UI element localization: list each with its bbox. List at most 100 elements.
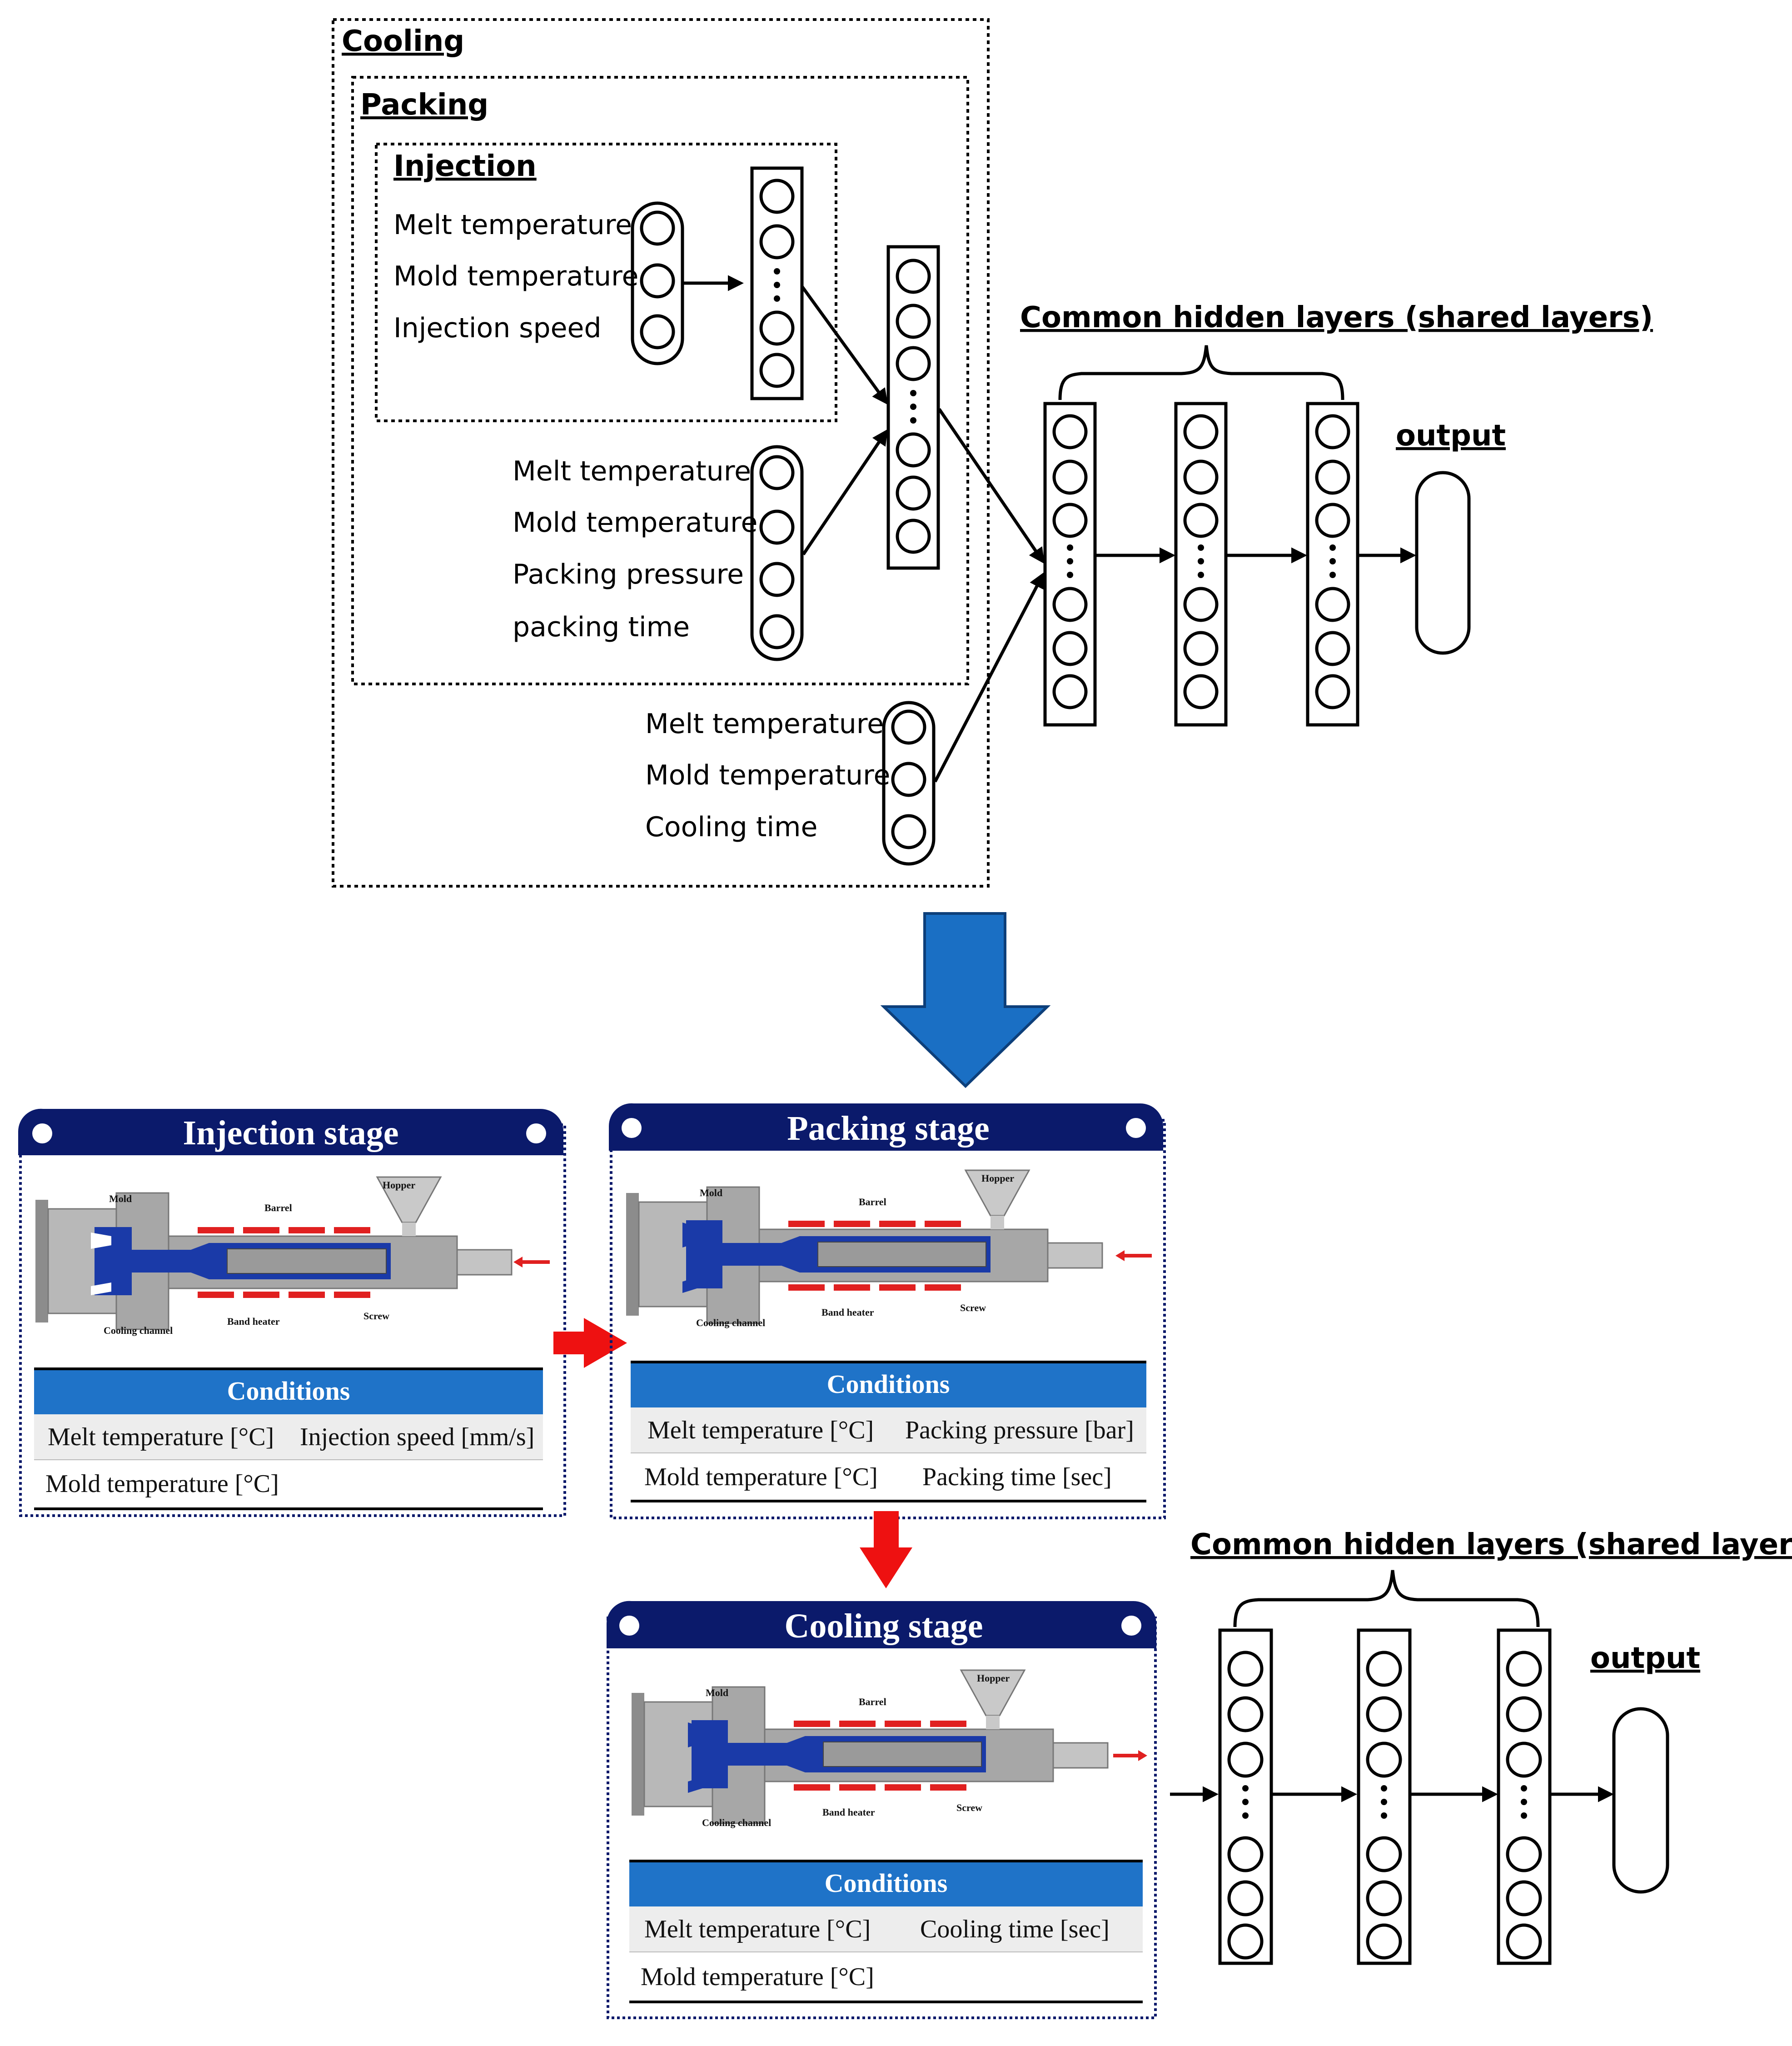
machine-illustration: Mold Barrel Hopper Cooling channel Band …	[632, 1669, 1147, 1828]
cooling-label: Cooling	[342, 25, 464, 58]
label-barrel: Barrel	[859, 1696, 886, 1707]
stage-flow-arrow	[553, 1318, 627, 1368]
injection-input-2: Mold temperature	[393, 260, 638, 292]
condition-item: Mold temperature [°C]	[641, 1963, 874, 1991]
top-output-label: output	[1396, 419, 1506, 453]
top-output-node	[1415, 471, 1471, 655]
label-mold: Mold	[109, 1193, 132, 1204]
packing-region	[351, 76, 969, 685]
header-hole-right	[1126, 1118, 1146, 1138]
top-input-columns	[631, 201, 936, 866]
bottom-shared-layer-1	[1218, 1628, 1273, 1965]
top-shared-label: Common hidden layers (shared layers)	[1020, 301, 1653, 334]
label-cooling-channel: Cooling channel	[696, 1317, 765, 1328]
label-screw: Screw	[960, 1302, 986, 1313]
top-arrows	[684, 275, 1416, 783]
label-screw: Screw	[363, 1310, 389, 1322]
bottom-output-label: output	[1590, 1642, 1700, 1675]
input-node	[640, 314, 675, 349]
header-hole-right	[1121, 1616, 1141, 1636]
arrow	[933, 572, 1045, 783]
stage-title: Cooling stage	[785, 1607, 983, 1645]
arrow	[802, 429, 888, 555]
input-node	[891, 814, 926, 849]
cooling-input-column	[882, 701, 936, 866]
header-hole-right	[526, 1123, 546, 1143]
conditions-bar	[34, 1369, 543, 1414]
arrow	[938, 408, 1045, 564]
injection-input-1: Melt temperature	[393, 209, 632, 241]
top-shared-brace	[1058, 345, 1344, 400]
packing-stage-card: Packing stage Mold Barrel Hopper Coolin	[608, 1103, 1166, 1519]
packing-input-4: packing time	[513, 611, 690, 643]
label-barrel: Barrel	[859, 1196, 886, 1208]
input-node	[891, 762, 926, 797]
card-header	[608, 1103, 1163, 1151]
label-screw: Screw	[956, 1802, 982, 1813]
injection-label: Injection	[393, 150, 537, 183]
stage-title: Injection stage	[183, 1114, 399, 1152]
input-node	[759, 614, 795, 649]
machine-illustration: Mold Barrel Hopper Cooling channel Band …	[626, 1169, 1152, 1328]
conditions-title: Conditions	[825, 1868, 948, 1898]
input-node	[891, 709, 926, 745]
cooling-input-2: Mold temperature	[645, 759, 890, 791]
label-hopper: Hopper	[977, 1672, 1010, 1684]
bottom-output-node	[1612, 1707, 1669, 1894]
label-hopper: Hopper	[383, 1179, 415, 1191]
input-node	[759, 562, 795, 597]
injection-hidden-layer	[750, 166, 804, 400]
condition-item: Melt temperature [°C]	[644, 1915, 871, 1943]
condition-item: Packing pressure [bar]	[905, 1416, 1134, 1444]
input-node	[759, 509, 795, 545]
transition-arrow	[880, 912, 1051, 1088]
label-band-heater: Band heater	[821, 1307, 874, 1318]
bottom-shared-label: Common hidden layers (shared layers)	[1190, 1528, 1792, 1562]
packing-hidden-layer	[886, 245, 940, 570]
cooling-region	[332, 18, 990, 888]
top-hidden-columns	[750, 166, 1471, 727]
stage-flow-arrow	[860, 1511, 912, 1588]
conditions-title: Conditions	[227, 1376, 350, 1406]
top-input-labels: Melt temperature Mold temperature Inject…	[393, 209, 890, 843]
input-node	[640, 263, 675, 299]
conditions-bar	[631, 1362, 1146, 1407]
bottom-shared-layer-2	[1357, 1628, 1412, 1965]
bottom-shared-brace	[1233, 1570, 1540, 1627]
label-hopper: Hopper	[981, 1173, 1014, 1184]
shared-layer-1	[1043, 402, 1097, 727]
injection-stage-card: Injection stage Mold Barrel Hopper Cool	[18, 1108, 566, 1517]
shared-layer-2	[1174, 402, 1228, 727]
header-hole-left	[32, 1123, 52, 1143]
condition-item: Melt temperature [°C]	[48, 1423, 274, 1451]
header-hole-left	[622, 1118, 642, 1138]
label-band-heater: Band heater	[822, 1806, 875, 1818]
bottom-shared-layer-3	[1497, 1628, 1552, 1965]
conditions-bar	[629, 1861, 1143, 1906]
packing-input-3: Packing pressure	[513, 559, 744, 590]
label-mold: Mold	[700, 1187, 722, 1198]
cooling-input-3: Cooling time	[645, 811, 817, 843]
label-cooling-channel: Cooling channel	[104, 1325, 173, 1336]
condition-item: Mold temperature [°C]	[45, 1470, 279, 1498]
cooling-input-1: Melt temperature	[645, 708, 884, 740]
injection-region	[375, 143, 837, 422]
label-cooling-channel: Cooling channel	[702, 1817, 771, 1828]
card-header	[606, 1601, 1156, 1648]
arrow	[801, 285, 888, 405]
label-mold: Mold	[706, 1687, 728, 1698]
card-frame	[19, 1123, 566, 1517]
stage-title: Packing stage	[787, 1109, 989, 1148]
packing-input-2: Mold temperature	[513, 507, 757, 539]
cooling-stage-card: Cooling stage Mold Barrel Hopper Coolin	[606, 1601, 1157, 2019]
input-node	[640, 210, 675, 246]
top-network	[332, 18, 990, 888]
condition-item: Injection speed [mm/s]	[300, 1423, 534, 1451]
shared-layer-3	[1306, 402, 1359, 727]
header-hole-left	[619, 1616, 639, 1636]
injection-input-column	[631, 201, 684, 365]
packing-input-column	[750, 445, 804, 661]
top-region-labels: Cooling Packing Injection	[342, 25, 537, 183]
packing-label: Packing	[360, 88, 488, 122]
